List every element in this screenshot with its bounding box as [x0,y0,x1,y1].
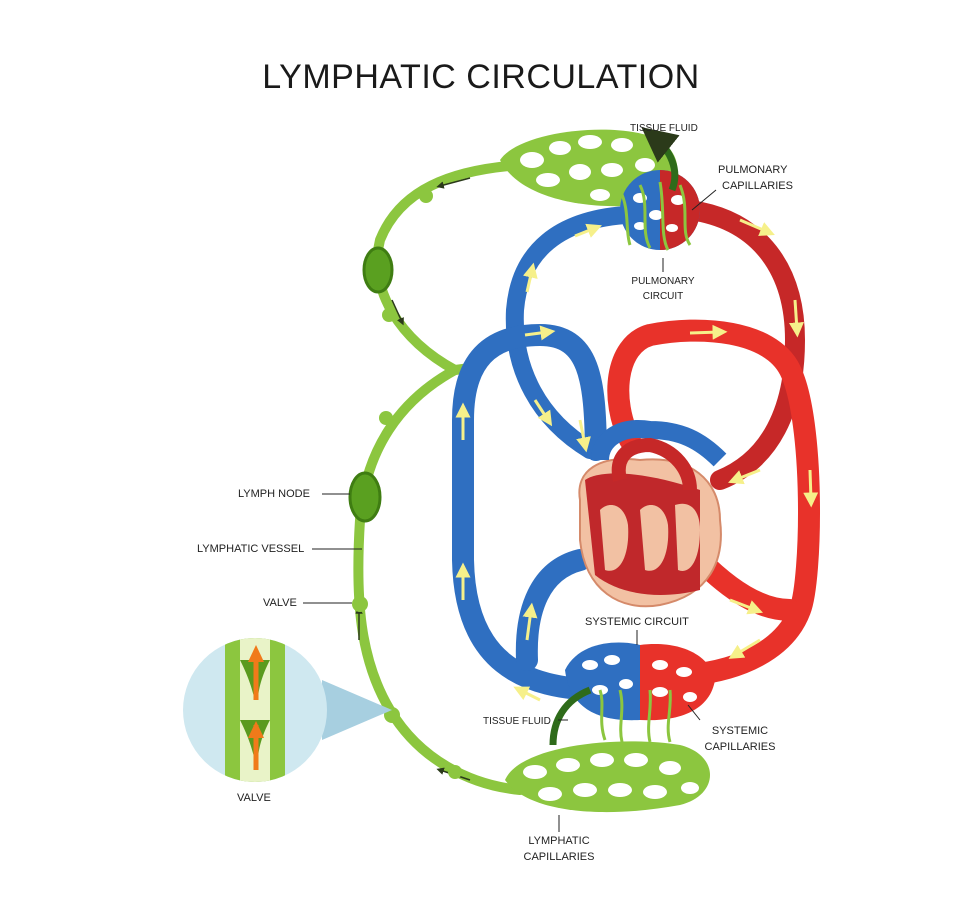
lymph-node-label: LYMPH NODE [238,488,310,500]
pulmonary-circuit-label-2: CIRCUIT [642,291,684,302]
lymph-node-upper [362,246,394,294]
lymph-node-lower [348,471,382,523]
valve-label: VALVE [263,597,297,609]
valve-inset [183,638,392,782]
systemic-capillaries [549,642,715,746]
systemic-circuit-label: SYSTEMIC CIRCUIT [585,616,689,628]
leader-lines [303,189,717,832]
systemic-capillaries-label-2: CAPILLARIES [704,741,776,753]
pulmonary-artery [680,200,806,490]
pulmonary-capillaries-label-1: PULMONARY [718,164,788,176]
diagram-title: LYMPHATIC CIRCULATION [262,58,700,96]
pulmonary-capillaries-label-2: CAPILLARIES [722,180,793,192]
tissue-fluid-arrow-top [641,127,680,192]
tissue-fluid-arrow-bottom [549,686,592,746]
systemic-vein [452,323,616,701]
heart [578,420,727,608]
systemic-capillaries-label-1: SYSTEMIC [711,725,769,737]
valve-bulges [352,189,462,779]
tissue-fluid-top-label: TISSUE FLUID [630,123,698,134]
lymphatic-capillaries-bottom [505,741,710,813]
pulmonary-circuit-label-1: PULMONARY [631,276,695,287]
lymphatic-capillaries-label-1: LYMPHATIC [528,835,590,847]
valve-inset-label: VALVE [237,792,271,804]
tissue-fluid-bottom-label: TISSUE FLUID [483,716,551,727]
lymphatic-capillaries-label-2: CAPILLARIES [523,851,595,863]
blood-flow-arrows [455,218,819,702]
pulmonary-capillaries [618,127,700,251]
lymphatic-vessel-label: LYMPHATIC VESSEL [197,543,305,555]
